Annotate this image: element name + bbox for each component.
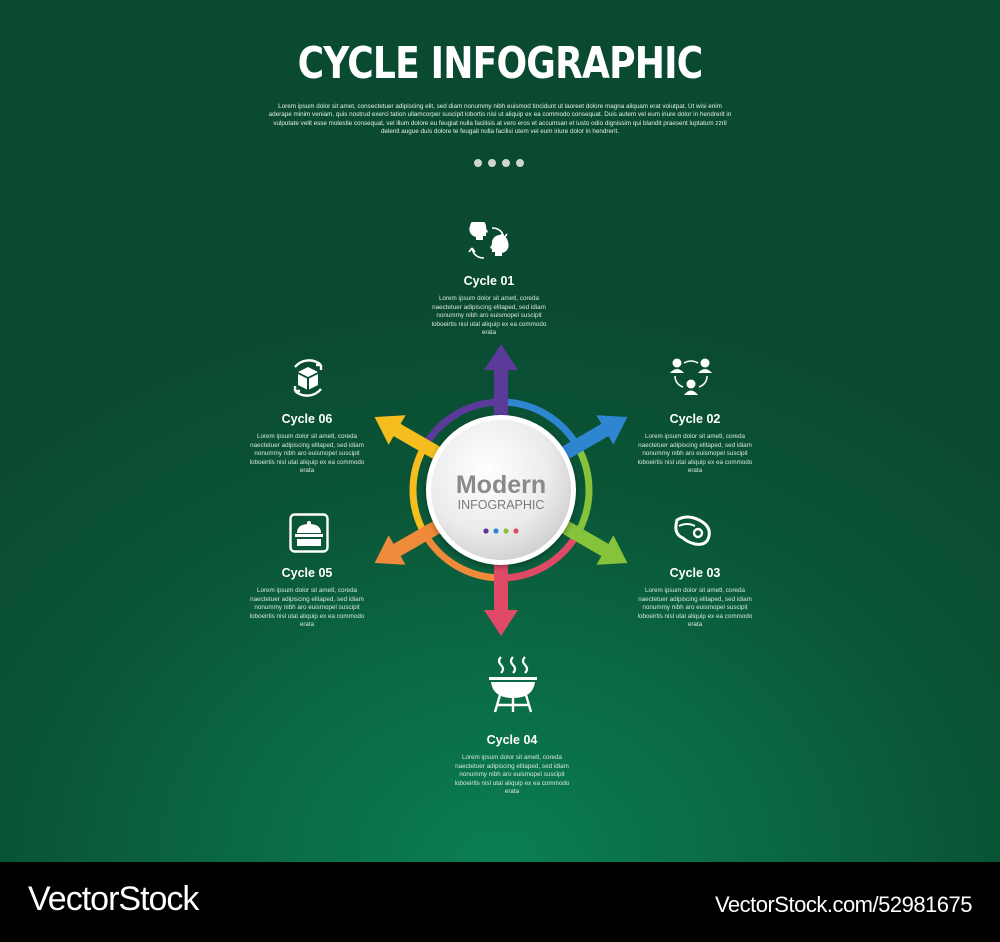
food-cloche-icon [289, 513, 329, 553]
cycle-05-arrow [374, 518, 444, 565]
cycle-03-ring-arc [576, 449, 593, 531]
cycle-04-ring-arc [506, 537, 577, 582]
image-id-text: VectorStock.com/52981675 [714, 892, 973, 917]
center-title: Modern [456, 471, 546, 499]
cycle-03-label: Cycle 03 [669, 566, 721, 580]
grill-icon [489, 656, 537, 713]
cycle-05-label: Cycle 05 [281, 566, 333, 580]
cycle-01-ring-arc [425, 398, 496, 443]
pagination-dots [474, 159, 528, 169]
page-title: CYCLE INFOGRAPHIC [297, 38, 704, 89]
team-network-icon [670, 358, 712, 395]
cycle-01-arrow [484, 344, 518, 420]
cycle-04-arrow [484, 560, 518, 636]
dot [474, 159, 482, 167]
center-subtitle: INFOGRAPHIC [458, 498, 545, 512]
cycle-04-text: Lorem ipsum dolor sit ametl, coreda naec… [454, 754, 570, 796]
cycle-03-text: Lorem ipsum dolor sit ametl, coreda naec… [637, 587, 753, 629]
center-dot [493, 528, 499, 534]
center-dot [503, 528, 509, 534]
watermark-bar: VectorStock VectorStock.com/52981675 [0, 862, 1000, 942]
brand-logo-text: VectorStock [28, 880, 199, 918]
dot [502, 159, 510, 167]
cycle-05-ring-arc [425, 537, 496, 582]
cycle-06-text: Lorem ipsum dolor sit ametl, coreda naec… [249, 433, 365, 475]
cycle-02-text: Lorem ipsum dolor sit ametl, coreda naec… [637, 433, 753, 475]
cycle-06-arrow [374, 415, 444, 462]
center-color-dots [483, 528, 519, 534]
dot [488, 159, 496, 167]
box-cycle-icon [293, 359, 323, 397]
cycle-02-ring-arc [506, 398, 577, 443]
center-dot [483, 528, 489, 534]
cycle-diagram: Modern INFOGRAPHIC [374, 344, 628, 636]
infographic-canvas: CYCLE INFOGRAPHIC Lorem ipsum dolor sit … [0, 0, 1000, 862]
cycle-03-arrow [558, 518, 628, 565]
dot [516, 159, 524, 167]
ring-arcs [409, 398, 593, 582]
intro-paragraph: Lorem ipsum dolor sit amet, consectetuer… [268, 103, 732, 136]
cycle-01-text: Lorem ipsum dolor sit ametl, coreda naec… [431, 295, 547, 337]
cycle-04-label: Cycle 04 [486, 733, 538, 747]
steak-icon [674, 515, 711, 546]
cycle-06-label: Cycle 06 [281, 412, 333, 426]
cycle-02-arrow [558, 415, 628, 462]
arrows [374, 344, 628, 636]
head-exchange-icon [468, 222, 509, 259]
cycle-01-label: Cycle 01 [463, 274, 515, 288]
cycle-02-label: Cycle 02 [669, 412, 721, 426]
cycle-05-text: Lorem ipsum dolor sit ametl, coreda naec… [249, 587, 365, 629]
center-disc [431, 420, 571, 560]
center-dot [513, 528, 519, 534]
cycle-06-ring-arc [409, 449, 426, 531]
